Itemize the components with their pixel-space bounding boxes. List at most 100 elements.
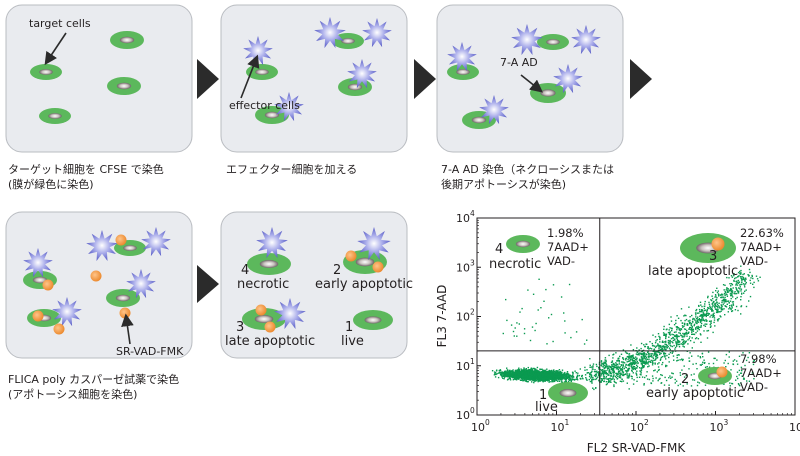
scatter-point xyxy=(719,307,721,309)
scatter-point xyxy=(652,357,655,360)
scatter-point xyxy=(604,364,606,367)
scatter-point xyxy=(730,294,733,296)
scatter-point xyxy=(608,371,610,373)
scatter-point xyxy=(716,310,718,312)
scatter-point xyxy=(730,369,732,371)
scatter-point xyxy=(545,288,547,291)
scatter-point xyxy=(659,341,661,343)
scatter-point xyxy=(530,369,532,371)
scatter-point xyxy=(605,373,607,375)
scatter-point xyxy=(554,370,556,373)
scatter-point xyxy=(692,318,694,321)
scatter-point xyxy=(751,372,754,374)
scatter-point xyxy=(742,273,744,276)
scatter-point xyxy=(576,374,579,376)
scatter-point xyxy=(681,339,683,341)
scatter-point xyxy=(670,327,673,330)
cell-nucleus xyxy=(123,245,137,251)
scatter-point xyxy=(697,316,699,318)
scatter-point xyxy=(678,341,680,343)
scatter-point xyxy=(525,370,527,373)
scatter-point xyxy=(568,377,571,379)
scatter-point xyxy=(725,366,727,368)
scatter-point xyxy=(691,326,693,328)
scatter-point xyxy=(644,376,646,379)
scatter-point xyxy=(571,371,574,373)
scatter-point xyxy=(646,358,649,360)
scatter-point xyxy=(683,325,685,327)
scatter-point xyxy=(622,358,625,361)
scatter-point xyxy=(548,373,550,376)
scatter-point xyxy=(572,376,575,378)
scatter-point xyxy=(659,337,661,339)
scatter-point xyxy=(665,328,668,331)
scatter-point xyxy=(506,379,509,381)
scatter-point xyxy=(706,308,709,311)
scatter-point xyxy=(638,353,640,355)
scatter-point xyxy=(711,306,713,308)
scatter-point xyxy=(675,319,677,322)
scatter-point xyxy=(612,368,614,370)
scatter-point xyxy=(628,373,631,375)
scatter-point xyxy=(512,376,515,379)
effector-cell xyxy=(314,17,346,48)
scatter-point xyxy=(647,356,649,358)
cell-nucleus xyxy=(540,89,556,97)
scatter-point xyxy=(522,374,525,377)
scatter-point xyxy=(731,301,734,303)
scatter-point xyxy=(537,377,539,380)
scatter-point xyxy=(669,344,671,346)
scatter-point xyxy=(505,375,507,377)
scatter-point xyxy=(715,298,718,301)
scatter-point xyxy=(745,278,747,280)
scatter-point xyxy=(518,377,520,380)
scatter-point xyxy=(532,373,535,375)
scatter-point xyxy=(631,358,633,360)
scatter-point xyxy=(616,360,618,362)
scatter-point xyxy=(717,308,719,311)
effector-cell xyxy=(274,92,304,122)
scatter-point xyxy=(655,355,658,357)
scatter-point xyxy=(629,363,631,366)
scatter-point xyxy=(714,357,716,360)
scatter-point xyxy=(626,375,628,377)
scatter-point xyxy=(651,353,653,355)
scatter-point xyxy=(680,334,682,336)
scatter-point xyxy=(642,349,645,352)
quadrant-early-marker-2: VAD- xyxy=(740,380,768,394)
scatter-point xyxy=(749,279,751,282)
scatter-point xyxy=(491,370,494,372)
scatter-point xyxy=(710,325,712,327)
scatter-point xyxy=(738,355,741,357)
scatter-point xyxy=(533,370,536,373)
scatter-point xyxy=(690,328,693,331)
scatter-point xyxy=(631,359,634,361)
scatter-point xyxy=(551,381,553,383)
scatter-point xyxy=(708,366,711,368)
scatter-point xyxy=(614,364,616,366)
scatter-point xyxy=(736,371,739,373)
scatter-point xyxy=(728,277,730,279)
scatter-point xyxy=(601,369,603,372)
scatter-point xyxy=(528,369,531,372)
scatter-point xyxy=(716,305,719,308)
scatter-point xyxy=(685,318,688,321)
scatter-point xyxy=(724,296,726,299)
scatter-point xyxy=(703,314,706,317)
caspase-dot xyxy=(264,321,276,333)
scatter-point xyxy=(528,375,531,377)
scatter-point xyxy=(650,354,653,357)
scatter-point xyxy=(669,348,671,351)
scatter-point xyxy=(703,309,706,312)
scatter-point xyxy=(613,370,615,372)
scatter-point xyxy=(648,360,650,362)
scatter-point xyxy=(741,369,743,372)
scatter-point xyxy=(560,381,563,383)
effector-cell xyxy=(553,64,583,94)
scatter-point xyxy=(651,342,653,345)
scatter-point xyxy=(522,380,524,382)
scatter-point xyxy=(752,277,754,280)
scatter-point xyxy=(512,330,515,333)
scatter-point xyxy=(744,277,746,279)
scatter-point xyxy=(577,372,579,374)
